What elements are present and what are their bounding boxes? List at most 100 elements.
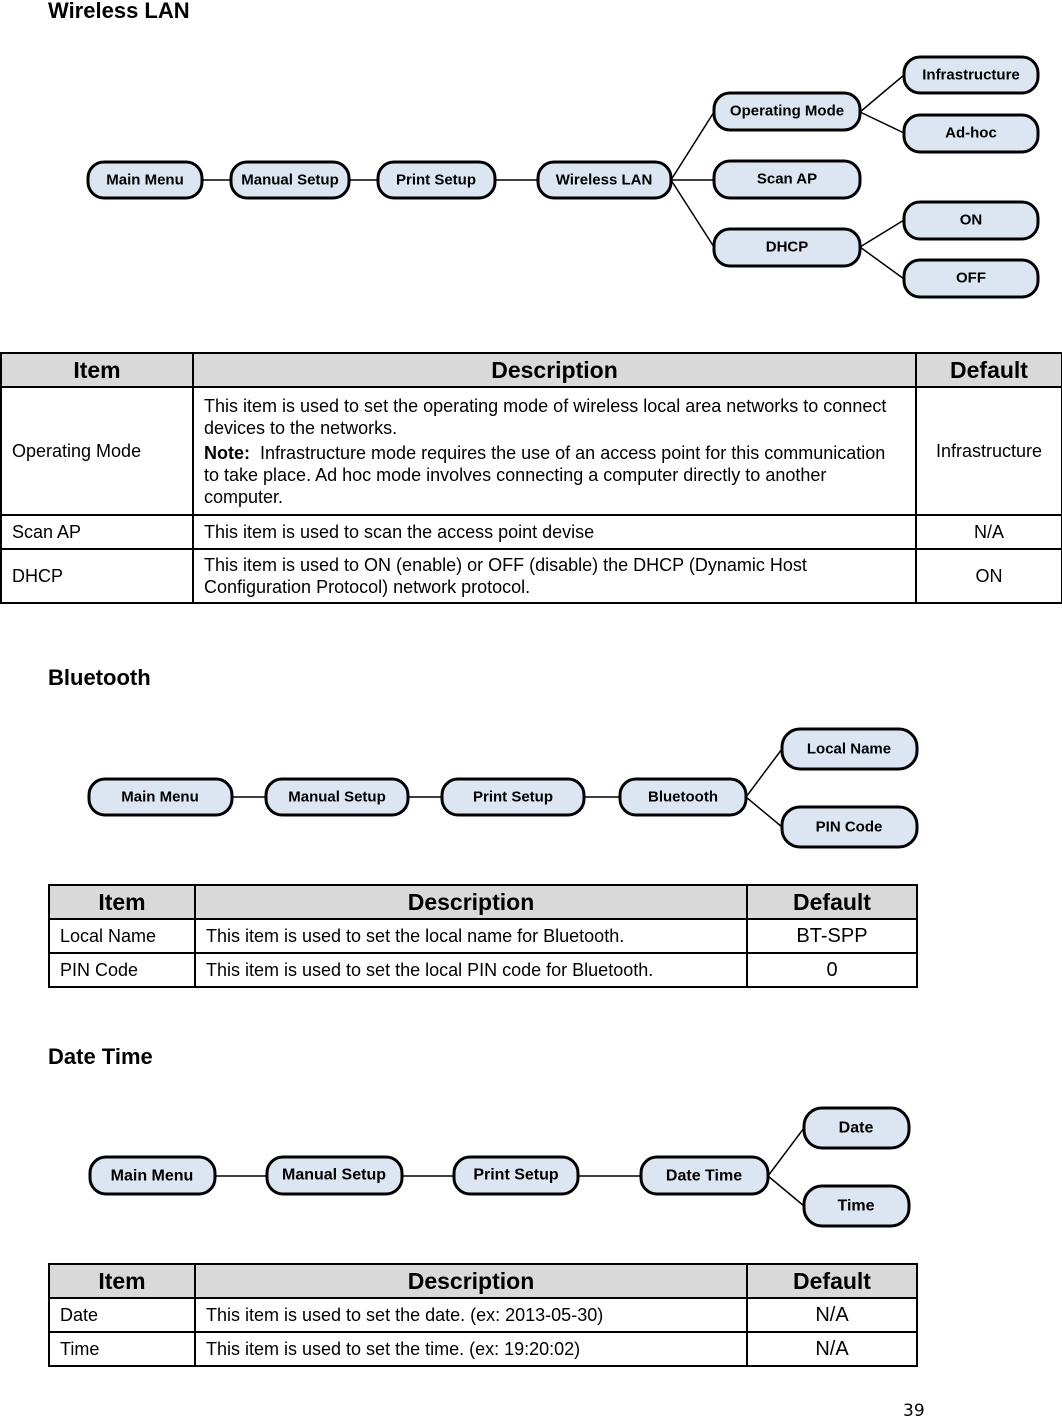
table-header-row: Item Description Default xyxy=(48,884,918,920)
node-main-menu xyxy=(86,160,204,200)
cell-default: BT-SPP xyxy=(746,918,918,954)
node-time xyxy=(802,1184,911,1228)
table-row: Operating Mode This item is used to set … xyxy=(0,386,1062,516)
header-default: Default xyxy=(915,352,1062,388)
table-row: Local Name This item is used to set the … xyxy=(48,918,918,954)
node-dhcp xyxy=(712,227,862,268)
node-wireless-lan xyxy=(536,160,673,200)
node-infrastructure xyxy=(902,55,1040,95)
node-label: Main Menu xyxy=(111,1168,194,1185)
cell-description: This item is used to scan the access poi… xyxy=(192,514,917,550)
node-label: Date Time xyxy=(666,1168,742,1185)
cell-item: Operating Mode xyxy=(0,386,194,516)
date-time-menu-tree: Main Menu Manual Setup Print Setup Date … xyxy=(88,1106,911,1228)
node-label: OFF xyxy=(956,270,986,287)
table-row: DHCP This item is used to ON (enable) or… xyxy=(0,548,1062,604)
note-paragraph: Note: Infrastructure mode requires the u… xyxy=(204,442,905,508)
wireless-lan-title: Wireless LAN xyxy=(48,0,190,23)
cell-item: PIN Code xyxy=(48,952,196,988)
cell-item: DHCP xyxy=(0,548,194,604)
node-print-setup xyxy=(440,777,586,817)
header-description: Description xyxy=(192,352,917,388)
node-print-setup xyxy=(376,160,497,200)
header-description: Description xyxy=(194,884,748,920)
page-number: 39 xyxy=(903,1401,925,1421)
node-label: ON xyxy=(960,212,983,229)
node-print-setup xyxy=(452,1155,580,1196)
node-label: Infrastructure xyxy=(922,67,1020,84)
wireless-lan-menu-tree: Main Menu Manual Setup Print Setup Wirel… xyxy=(86,55,1040,299)
node-label: Local Name xyxy=(807,741,891,758)
wireless-lan-table: Item Description Default Operating Mode … xyxy=(0,352,1062,604)
cell-default: 0 xyxy=(746,952,918,988)
node-label: Main Menu xyxy=(106,172,184,189)
node-label: Scan AP xyxy=(757,171,817,188)
node-label: Print Setup xyxy=(473,789,553,806)
cell-item: Time xyxy=(48,1331,196,1367)
cell-default: Infrastructure xyxy=(915,386,1062,516)
date-time-title: Date Time xyxy=(48,1044,153,1069)
node-label: Time xyxy=(837,1198,874,1215)
node-local-name xyxy=(780,727,919,771)
node-main-menu xyxy=(87,777,234,817)
node-label: Print Setup xyxy=(396,172,476,189)
bluetooth-table: Item Description Default Local Name This… xyxy=(48,884,918,988)
node-on xyxy=(902,200,1040,241)
cell-default: N/A xyxy=(746,1297,918,1333)
bluetooth-menu-tree: Main Menu Manual Setup Print Setup Bluet… xyxy=(87,727,919,849)
header-item: Item xyxy=(0,352,194,388)
cell-description: This item is used to set the date. (ex: … xyxy=(194,1297,748,1333)
node-label: Operating Mode xyxy=(730,103,844,120)
date-time-table: Item Description Default Date This item … xyxy=(48,1263,918,1367)
cell-default: ON xyxy=(915,548,1062,604)
header-item: Item xyxy=(48,1263,196,1299)
table-header-row: Item Description Default xyxy=(0,352,1062,388)
cell-default: N/A xyxy=(746,1331,918,1367)
node-operating-mode xyxy=(712,91,862,132)
note-label: Note: xyxy=(204,442,250,463)
node-pin-code xyxy=(780,805,919,849)
node-label: Wireless LAN xyxy=(556,172,653,189)
table-row: Scan AP This item is used to scan the ac… xyxy=(0,514,1062,550)
header-description: Description xyxy=(194,1263,748,1299)
node-label: Main Menu xyxy=(121,789,199,806)
node-date xyxy=(802,1106,911,1150)
table-header-row: Item Description Default xyxy=(48,1263,918,1299)
node-label: Date xyxy=(839,1120,874,1137)
node-label: DHCP xyxy=(766,239,809,256)
node-manual-setup xyxy=(265,1155,404,1196)
node-label: Bluetooth xyxy=(648,789,718,806)
node-label: Print Setup xyxy=(473,1167,559,1184)
cell-item: Scan AP xyxy=(0,514,194,550)
node-label: Ad-hoc xyxy=(945,125,997,142)
node-main-menu xyxy=(88,1155,217,1196)
node-label: Manual Setup xyxy=(282,1167,386,1184)
description-text: This item is used to set the operating m… xyxy=(204,395,887,438)
cell-item: Date xyxy=(48,1297,196,1333)
table-row: Date This item is used to set the date. … xyxy=(48,1297,918,1333)
node-bluetooth xyxy=(618,777,748,817)
note-text: Infrastructure mode requires the use of … xyxy=(204,442,886,507)
node-scan-ap xyxy=(712,159,862,200)
node-date-time xyxy=(639,1155,770,1196)
cell-description: This item is used to set the time. (ex: … xyxy=(194,1331,748,1367)
node-label: Manual Setup xyxy=(288,789,386,806)
cell-description: This item is used to set the local name … xyxy=(194,918,748,954)
cell-description: This item is used to set the local PIN c… xyxy=(194,952,748,988)
node-manual-setup xyxy=(229,160,351,200)
header-default: Default xyxy=(746,1263,918,1299)
node-label: Manual Setup xyxy=(241,172,339,189)
node-ad-hoc xyxy=(902,113,1040,154)
table-row: Time This item is used to set the time. … xyxy=(48,1331,918,1367)
node-off xyxy=(902,258,1040,299)
node-label: PIN Code xyxy=(816,819,883,836)
header-item: Item xyxy=(48,884,196,920)
bluetooth-title: Bluetooth xyxy=(48,665,151,690)
header-default: Default xyxy=(746,884,918,920)
cell-item: Local Name xyxy=(48,918,196,954)
cell-description: This item is used to set the operating m… xyxy=(192,386,917,516)
table-row: PIN Code This item is used to set the lo… xyxy=(48,952,918,988)
node-manual-setup xyxy=(264,777,410,817)
cell-default: N/A xyxy=(915,514,1062,550)
cell-description: This item is used to ON (enable) or OFF … xyxy=(192,548,917,604)
